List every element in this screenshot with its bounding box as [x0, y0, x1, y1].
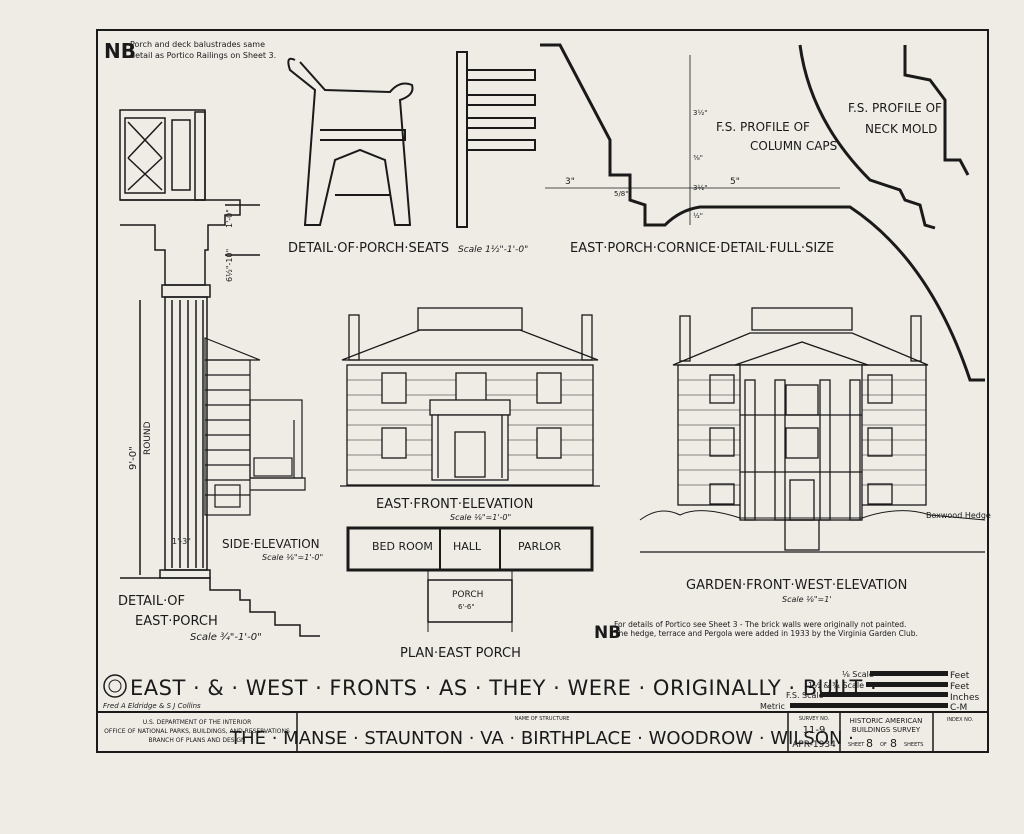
column-caps-line1: F.S. PROFILE OF	[716, 120, 810, 134]
porch-seat-detail	[287, 51, 536, 228]
dept-line2: OFFICE OF NATIONAL PARKS, BUILDINGS, AND…	[104, 728, 290, 735]
scale-label-3: F.S. Scale	[786, 691, 824, 700]
scale-label-1: ⅛ Scale	[842, 670, 874, 679]
scale-unit-1: Feet	[950, 671, 970, 681]
sheet-number: 8	[866, 737, 873, 750]
side-elevation-title: SIDE·ELEVATION	[222, 537, 320, 551]
plan-bed-room: BED ROOM	[372, 540, 433, 553]
bottom-note-line2: The hedge, terrace and Pergola were adde…	[613, 629, 918, 638]
boxwood-hedge-label: Boxwood Hedge	[926, 511, 991, 520]
round-label: ROUND	[143, 421, 153, 455]
scale-unit-2: Feet	[950, 682, 970, 692]
garden-front-elevation-drawing	[639, 307, 986, 553]
sheet-border	[96, 29, 989, 753]
side-elevation-drawing	[204, 337, 306, 516]
cornice-dimension-lines	[545, 55, 840, 225]
cornice-dim-5: 5"	[730, 177, 740, 187]
dept-line1: U.S. DEPARTMENT OF THE INTERIOR	[143, 719, 252, 726]
dept-line3: BRANCH OF PLANS AND DESIGN	[149, 737, 246, 744]
cornice-dim-312a: 3½"	[693, 109, 707, 117]
garden-front-scale: Scale ⅛"=1'	[782, 595, 832, 604]
bottom-note-line1: For details of Portico see Sheet 3 - The…	[614, 620, 906, 629]
neck-mold-line1: F.S. PROFILE OF	[848, 101, 942, 115]
cornice-dim-12: ½"	[693, 212, 703, 220]
east-front-elevation-drawing	[340, 307, 600, 487]
plan-east-porch-drawing	[346, 526, 594, 632]
structure-name: THE · MANSE · STAUNTON · VA · BIRTHPLACE…	[229, 728, 854, 749]
plan-title: PLAN·EAST PORCH	[400, 646, 521, 661]
sheets-total: 8	[890, 737, 897, 750]
neck-mold-line2: NECK MOLD	[865, 122, 937, 136]
cornice-dim-58: 5/8"	[614, 190, 629, 198]
main-title: EAST · & · WEST · FRONTS · AS · THEY · W…	[130, 676, 877, 700]
name-of-structure-label: NAME OF STRUCTURE	[515, 716, 570, 722]
plan-porch: PORCH	[452, 590, 483, 600]
drafters-signature: Fred A Eldridge & S J Collins	[103, 702, 201, 710]
nb-mark-2: NB	[594, 623, 621, 643]
habs-seal	[103, 674, 127, 698]
side-elevation-scale: Scale ⅛"=1'-0"	[262, 553, 323, 562]
top-note-line1: Porch and deck balustrades same	[130, 40, 265, 49]
cornice-title: EAST·PORCH·CORNICE·DETAIL·FULL·SIZE	[570, 241, 834, 256]
cornice-dim-38: ⅜"	[693, 154, 703, 162]
cornice-dim-3: 3"	[565, 177, 575, 187]
nb-mark: NB	[104, 39, 136, 63]
scale-unit-4: C-M	[950, 703, 967, 713]
habs-line2: BUILDINGS SURVEY	[852, 726, 921, 734]
survey-no: 11-9	[803, 725, 826, 736]
east-front-scale: Scale ⅛"=1'-0"	[450, 513, 511, 522]
detail-porch-line1: DETAIL·OF	[118, 594, 185, 609]
sheet-label: SHEET	[848, 742, 865, 748]
sheets-label: SHEETS	[904, 742, 923, 748]
dim-9ft: 9'-0"	[128, 446, 139, 470]
index-no-label: INDEX NO.	[947, 717, 974, 723]
porch-column-detail	[119, 109, 320, 637]
porch-seats-scale: Scale 1½"-1'-0"	[458, 245, 528, 255]
east-front-title: EAST·FRONT·ELEVATION	[376, 497, 533, 512]
survey-no-label: SURVEY NO.	[799, 716, 830, 722]
scale-label-2: 1½ & ¾ Scale	[808, 681, 864, 690]
plan-parlor: PARLOR	[518, 540, 561, 553]
detail-porch-scale: Scale ¾"-1'-0"	[190, 632, 262, 643]
dim-1ft3: 1'-3"	[172, 537, 191, 546]
plan-hall: HALL	[453, 540, 482, 553]
plan-porch-dim: 6'-6"	[458, 603, 475, 611]
scale-label-4: Metric	[760, 702, 785, 711]
top-note-line2: detail as Portico Railings on Sheet 3.	[130, 51, 276, 60]
cornice-profile	[540, 43, 985, 382]
garden-front-title: GARDEN·FRONT·WEST·ELEVATION	[686, 578, 907, 593]
column-caps-line2: COLUMN CAPS	[750, 139, 837, 153]
of-label: OF	[880, 742, 887, 748]
porch-seats-title: DETAIL·OF·PORCH·SEATS	[288, 241, 449, 256]
title-block: U.S. DEPARTMENT OF THE INTERIOR OFFICE O…	[104, 712, 974, 752]
graphic-scales: ⅛ Scale Feet 1½ & ¾ Scale Feet F.S. Scal…	[760, 670, 980, 713]
cornice-dim-312b: 3½"	[693, 184, 707, 192]
detail-porch-line2: EAST·PORCH	[135, 614, 218, 629]
dim-1ft: 1'-0"	[225, 209, 234, 228]
habs-line1: HISTORIC AMERICAN	[850, 717, 923, 725]
survey-date: APR-1934	[792, 740, 836, 750]
scale-unit-3: Inches	[950, 693, 980, 703]
dim-6in: 6½"-10"	[225, 249, 234, 282]
